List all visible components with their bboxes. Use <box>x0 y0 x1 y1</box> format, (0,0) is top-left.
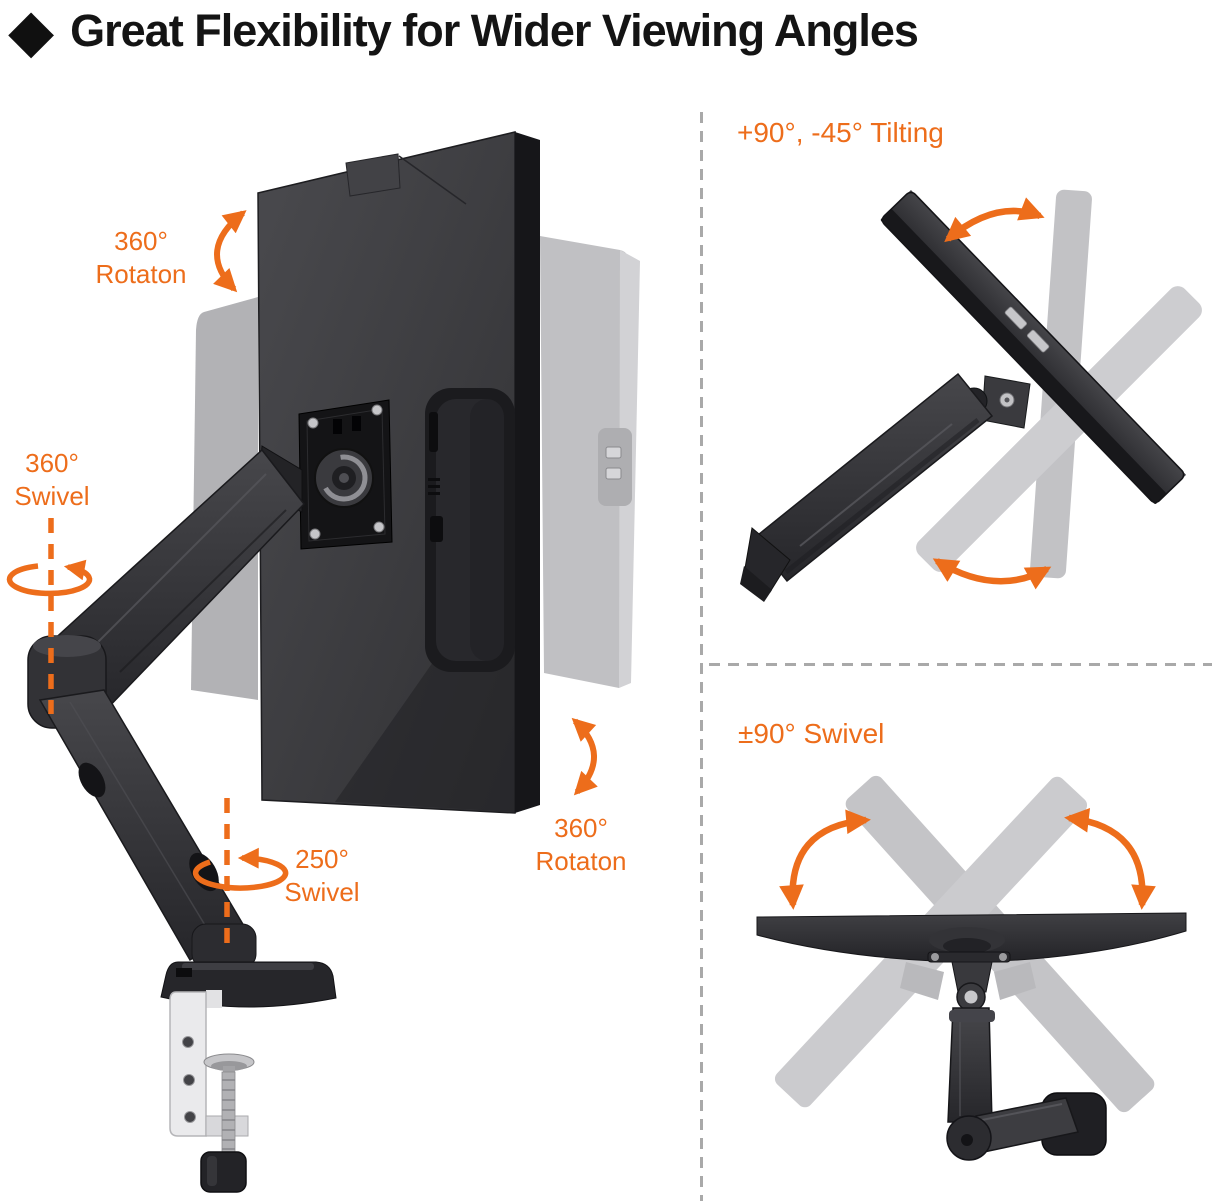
swivel-panel: ±90° Swivel <box>0 665 1214 1203</box>
annotation-value: 360° <box>554 813 608 843</box>
ghost-mount-wing <box>900 962 944 1000</box>
usb-port <box>1004 306 1028 330</box>
annotation-label: Rotaton <box>535 846 627 876</box>
ghost-mount-wing <box>994 962 1036 1000</box>
vesa-screw <box>371 404 383 416</box>
tilted-monitor <box>880 190 1187 504</box>
desk-clamp <box>160 923 337 1193</box>
annotation-value: 360° <box>25 448 79 478</box>
clamp-bracket <box>169 991 207 1137</box>
vesa-screw <box>373 521 385 533</box>
tilt-panel: +90°, -45° Tilting <box>737 117 1202 602</box>
vesa-screw <box>307 417 319 429</box>
arm-post <box>947 1007 993 1123</box>
tilt-panel-label: +90°, -45° Tilting <box>737 117 944 148</box>
annotation-label: Rotaton <box>95 259 187 289</box>
tilt-arrows <box>932 197 1052 590</box>
monitor-arm-illustration <box>6 131 640 1193</box>
swivel-illustration <box>756 775 1187 1161</box>
annotation-value: 250° <box>295 844 349 874</box>
monitor-back <box>257 131 540 814</box>
diamond-bullet-icon: ◆ <box>8 0 55 64</box>
ghost-monitor-right <box>540 236 640 688</box>
horizontal-divider <box>709 663 1212 666</box>
vesa-plate <box>298 399 393 550</box>
rotation-bottom-arrow <box>571 717 598 796</box>
swivel-arm <box>927 951 1107 1161</box>
tilt-illustration <box>740 189 1202 602</box>
swivel-arrows <box>779 807 1156 910</box>
swivel-right-arc-arrow <box>1064 807 1156 910</box>
swivel-left-arrow <box>6 559 93 597</box>
annotation-value: 360° <box>114 226 168 256</box>
main-rotation-panel: 360° Rotaton 360° Swivel 250° Swivel 360… <box>0 131 666 1193</box>
annotation-label: Swivel <box>284 877 360 907</box>
rear-ports <box>428 412 443 542</box>
header: ◆ Great Flexibility for Wider Viewing An… <box>8 0 919 64</box>
usb-port <box>1026 329 1050 353</box>
tilt-down-arrow <box>932 558 1052 590</box>
swivel-mid-arrow <box>192 847 289 891</box>
tilt-up-arrow <box>944 197 1045 243</box>
annotation-rotation-bottom: 360° Rotaton <box>496 812 666 878</box>
annotation-swivel-left: 360° Swivel <box>0 447 137 513</box>
page-title: Great Flexibility for Wider Viewing Angl… <box>70 5 919 56</box>
annotation-rotation-top: 360° Rotaton <box>56 225 226 291</box>
tilt-arm <box>740 372 1031 602</box>
annotation-swivel-mid: 250° Swivel <box>237 843 407 909</box>
vertical-divider <box>700 112 703 1201</box>
rotation-top-arrow <box>213 210 247 293</box>
swivel-panel-label: ±90° Swivel <box>738 718 885 749</box>
ghost-monitor-tilted <box>916 286 1202 572</box>
annotation-label: Swivel <box>14 481 90 511</box>
motion-arrows <box>6 210 598 952</box>
vesa-screw <box>309 528 321 540</box>
swivel-left-arc-arrow <box>779 809 871 910</box>
